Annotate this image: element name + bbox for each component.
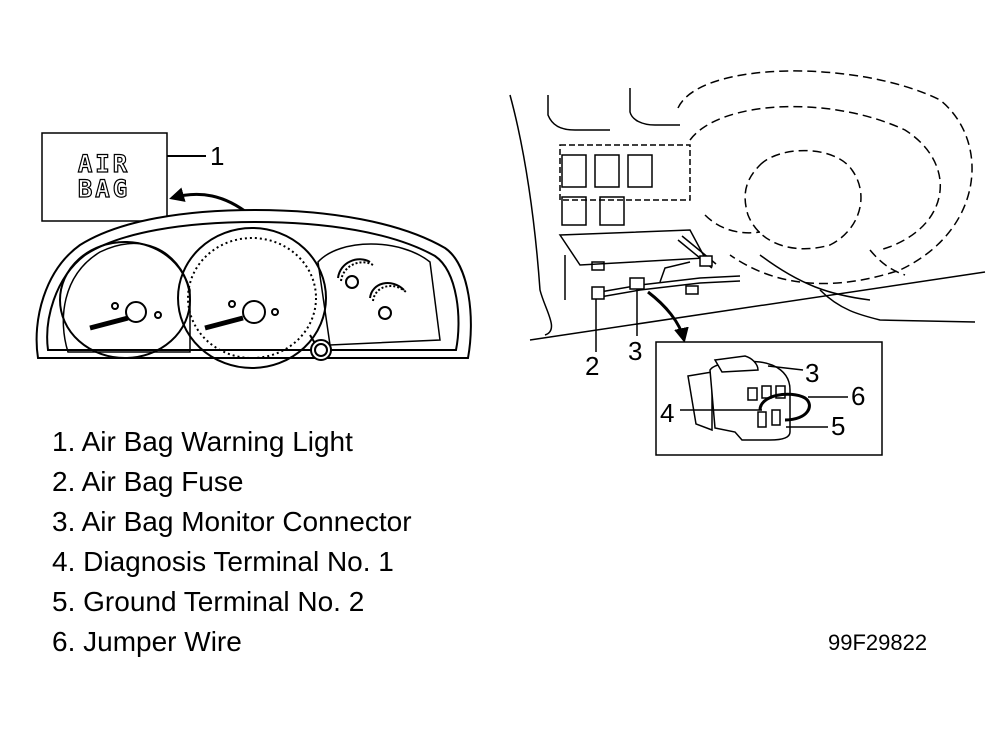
detail-callout-4: 4 [660,398,674,428]
legend-item-4: 4. Diagnosis Terminal No. 1 [52,546,394,577]
detail-callout-5: 5 [831,411,845,441]
connector-body [687,355,811,441]
figure-code: 99F29822 [828,630,928,655]
leader-line-d3 [767,365,804,371]
legend-item-5: 5. Ground Terminal No. 2 [52,586,365,617]
legend-item-3: 3. Air Bag Monitor Connector [52,506,412,537]
fuel-temp-gauges [317,243,441,346]
detail-callout-6: 6 [851,381,865,411]
parts-legend: 1. Air Bag Warning Light 2. Air Bag Fuse… [52,422,412,662]
steering-wheel [677,70,973,285]
legend-item-6: 6. Jumper Wire [52,626,242,657]
airbag-indicator-line2: BAG [78,175,130,203]
airbag-fuse [591,286,605,300]
tachometer-gauge [59,241,191,359]
airbag-monitor-connector [629,277,645,290]
trip-reset-knob [309,334,332,361]
legend-item-1: 1. Air Bag Warning Light [52,426,353,457]
instrument-cluster [35,208,472,369]
legend-item-2: 2. Air Bag Fuse [52,466,244,497]
wiring-harness [599,235,741,298]
steering-column [759,254,976,323]
airbag-warning-light-inset: AIR BAG 1 [41,132,251,222]
connector-detail-inset: 3 6 4 5 [655,341,883,456]
jumper-wire [758,392,811,422]
pointer-arrow-to-detail [647,290,689,343]
speedometer-gauge [177,227,327,369]
detail-callout-3: 3 [805,358,819,388]
callout-1: 1 [210,141,224,171]
callout-2: 2 [585,351,599,381]
callout-3: 3 [628,336,642,366]
airbag-indicator-line1: AIR [78,150,130,178]
